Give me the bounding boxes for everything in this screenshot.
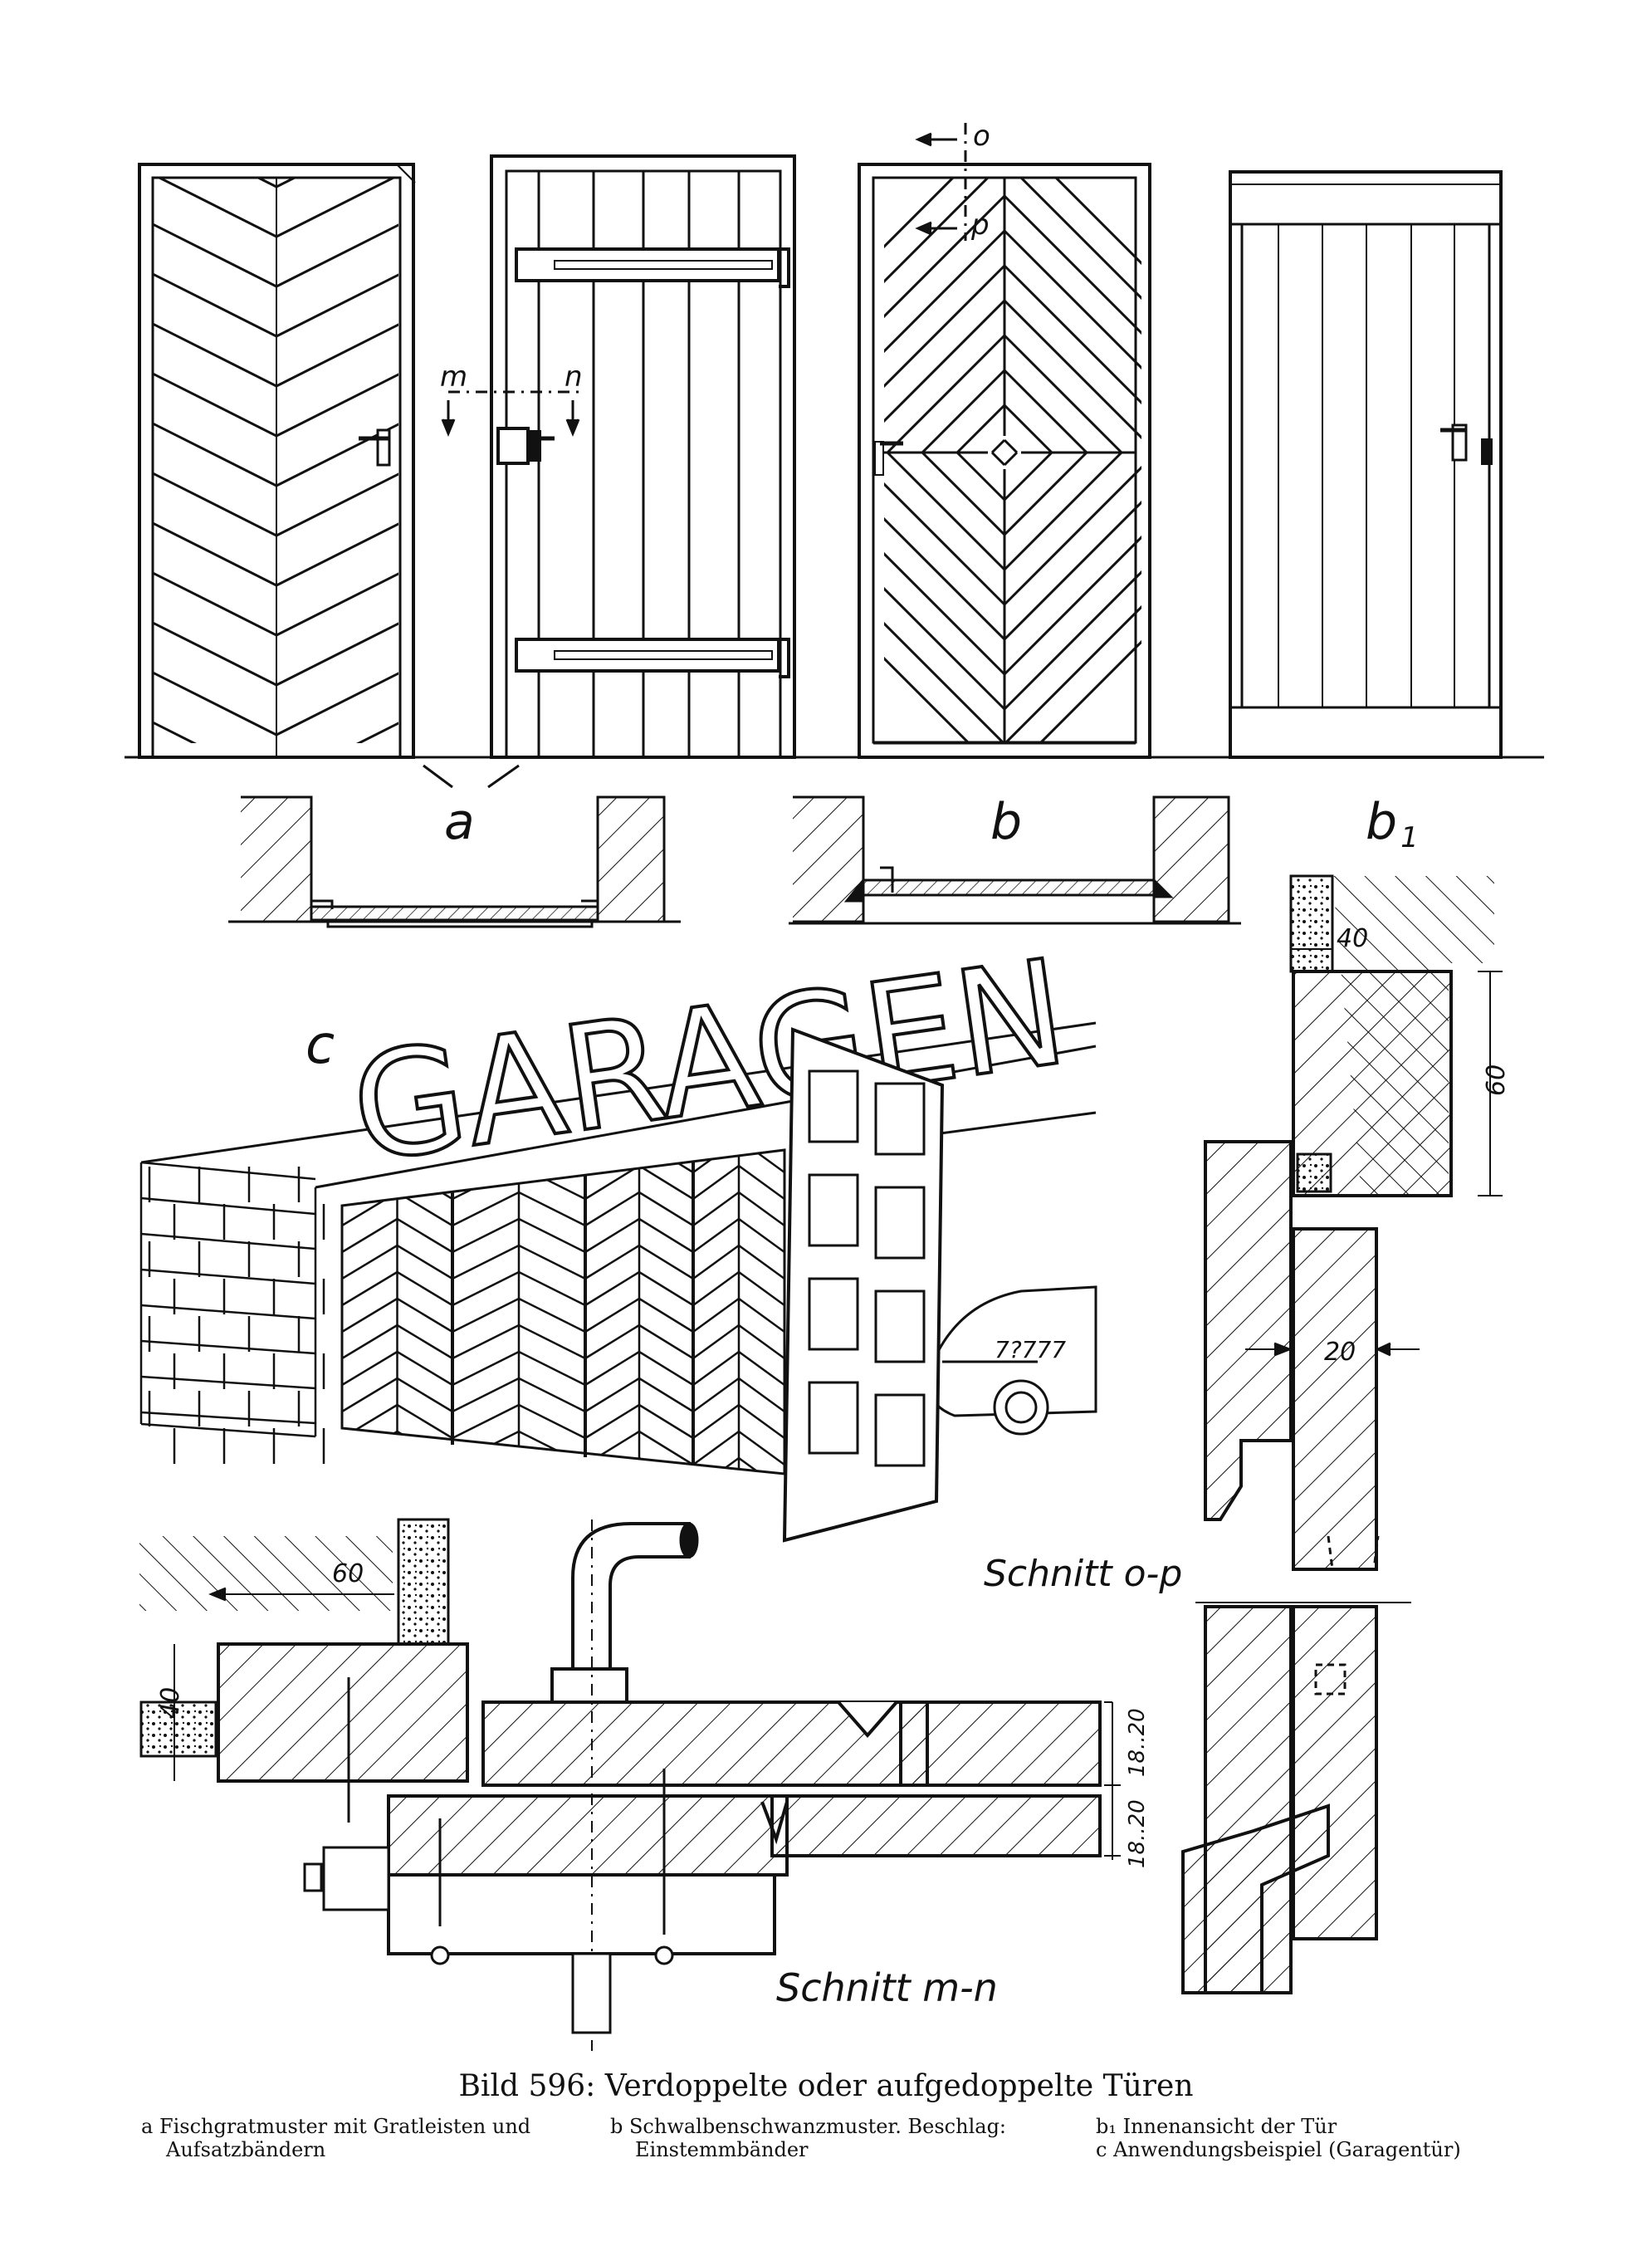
plan-sections	[228, 764, 1241, 928]
caption-a-line2: Aufsatzbändern	[166, 2138, 326, 2161]
caption-b1-line: b₁ Innenansicht der Tür	[1096, 2115, 1337, 2138]
caption-b-line2: Einstemmbänder	[635, 2138, 809, 2161]
garage-perspective: GARAGEN 7?777	[139, 927, 1097, 1543]
door-elevations	[125, 123, 1544, 759]
door-a-ledged	[490, 154, 796, 759]
door-a-herringbone	[138, 163, 415, 759]
dim-op-20: 20	[1324, 1338, 1356, 1367]
dim-mn-40: 40	[156, 1687, 185, 1719]
caption-b: b Schwalbenschwanzmuster. Beschlag: Eins…	[610, 2115, 1006, 2161]
label-a: a	[444, 793, 475, 851]
caption-c-line: c Anwendungsbeispiel (Garagentür)	[1096, 2138, 1461, 2161]
label-n: n	[565, 360, 583, 394]
caption-a: a Fischgratmuster mit Gratleisten und Au…	[141, 2115, 530, 2161]
label-c: c	[305, 1015, 335, 1076]
dim-mn-18-20-bottom: 18..20	[1125, 1799, 1150, 1868]
caption-b-line1: b Schwalbenschwanzmuster. Beschlag:	[610, 2115, 1007, 2138]
section-o-p-title: Schnitt o-p	[984, 1553, 1182, 1595]
section-m-n	[139, 1518, 1121, 2051]
section-o-p	[1181, 874, 1503, 1994]
car-plate: 7?777	[995, 1336, 1066, 1363]
cut-line-m-n	[441, 390, 581, 437]
door-b1-inside	[1229, 170, 1503, 759]
brick-wall	[139, 1161, 325, 1464]
dim-op-40: 40	[1337, 924, 1368, 953]
dim-op-60: 60	[1482, 1064, 1511, 1096]
caption-b1-c: b₁ Innenansicht der Tür c Anwendungsbeis…	[1096, 2115, 1461, 2161]
section-m-n-title: Schnitt m-n	[776, 1965, 998, 2010]
label-b: b	[990, 793, 1022, 851]
dim-mn-18-20-top: 18..20	[1125, 1708, 1150, 1777]
dim-mn-60: 60	[332, 1559, 364, 1588]
door-b-diamond	[858, 163, 1151, 759]
cut-line-o-p	[915, 123, 967, 241]
figure-caption-title: Bild 596: Verdoppelte oder aufgedoppelte…	[458, 2069, 1194, 2103]
caption-a-line1: a Fischgratmuster mit Gratleisten und	[141, 2115, 531, 2138]
label-o: o	[973, 120, 990, 153]
label-m: m	[440, 360, 467, 394]
label-p: p	[970, 208, 990, 242]
garage-sign: GARAGEN	[343, 928, 1076, 1195]
